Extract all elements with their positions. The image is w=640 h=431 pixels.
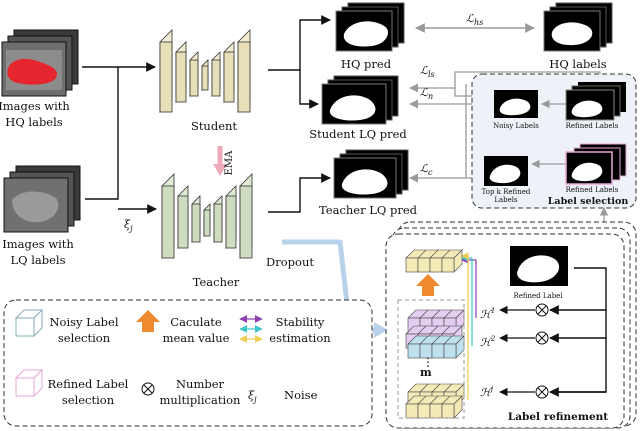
loss-hs-label: ℒhs: [466, 12, 483, 27]
mean-value-arrow: [416, 274, 440, 296]
student-lq-pred-stack: [321, 75, 399, 125]
student-to-hq-pred-arrow: [268, 15, 331, 71]
legend-mult-icon: [141, 382, 155, 396]
loss-c-label: ℒc: [420, 162, 433, 177]
legend-refined-line2: selection: [62, 393, 115, 407]
legend-stab-line1: Stability: [276, 315, 325, 329]
legend-refined-cube-icon: [14, 368, 44, 398]
hq-labels-label: HQ labels: [549, 57, 606, 71]
vertical-ellipsis: ⋮: [422, 355, 434, 369]
sample-cube-j-front: [405, 395, 463, 419]
lq-images-label-line1: Images with: [2, 237, 74, 251]
sample-cube-2: [407, 335, 465, 359]
ema-label: EMA: [224, 150, 235, 176]
dropout-label: Dropout: [266, 255, 314, 269]
mult-circle-j: [535, 385, 549, 399]
legend-noisy-line1: Noisy Label: [49, 315, 118, 329]
teacher-network: [161, 173, 253, 259]
topk-label-line2: Labels: [494, 196, 518, 204]
legend-refined-line1: Refined Label: [48, 377, 129, 391]
legend-noisy-line2: selection: [58, 331, 111, 345]
teacher-label: Teacher: [193, 275, 240, 289]
legend-mean-line2: mean value: [163, 331, 230, 345]
legend-panel: [3, 299, 373, 427]
dropout-arrow-head: [374, 322, 388, 338]
hq-labels-stack: [543, 2, 613, 52]
mean-value-cube: [405, 249, 463, 273]
legend-mean-line1: Caculate: [170, 315, 222, 329]
hj-label: ℋj: [480, 385, 494, 399]
legend-noise-symbol: ξj: [248, 389, 257, 404]
h2-label: ℋ2: [480, 335, 496, 349]
student-label: Student: [191, 119, 237, 133]
hq-pred-stack: [335, 2, 405, 52]
student-to-lq-pred-arrow: [299, 70, 319, 109]
loss-ls-label: ℒls: [420, 64, 435, 79]
noise-xi-label: ξj: [124, 218, 133, 233]
teacher-lq-pred-stack: [333, 149, 409, 199]
student-network: [159, 29, 251, 113]
hq-label-mask: [7, 58, 58, 85]
refined-labels-2-label: Refined Labels: [566, 186, 619, 194]
lq-branch-line: [85, 67, 119, 200]
mult-circle-2: [535, 331, 549, 345]
legend-mean-arrow-icon: [136, 310, 160, 332]
legend-mult-line2: multiplication: [160, 393, 242, 407]
student-lq-pred-label: Student LQ pred: [309, 127, 407, 141]
noisy-labels-thumb: [494, 90, 538, 118]
ema-arrow-head: [213, 164, 227, 176]
refined-labels-selection-stack: [565, 143, 627, 185]
lq-image-stack: [3, 165, 81, 233]
legend-stab-line2: estimation: [269, 331, 331, 345]
legend-mult-line1: Number: [176, 377, 225, 391]
label-refinement-title: Label refinement: [508, 411, 608, 423]
hq-pred-label: HQ pred: [341, 57, 392, 71]
lq-images-label-line2: LQ labels: [10, 253, 65, 267]
refined-label-label: Refined Label: [513, 292, 563, 300]
loss-n-label: ℒn: [420, 86, 433, 101]
topk-label-line1: Top k Refined: [482, 188, 531, 196]
teacher-to-lq-pred-arrow: [268, 173, 331, 213]
teacher-lq-pred-label: Teacher LQ pred: [319, 203, 418, 217]
legend-noisy-cube-icon: [14, 308, 44, 338]
topk-refined-thumb: [484, 156, 528, 186]
sample-group-box: [397, 299, 465, 419]
mult-circle-1: [535, 303, 549, 317]
refined-labels-stack: [565, 82, 626, 121]
refined-labels-label: Refined Labels: [566, 122, 619, 130]
noisy-labels-label: Noisy Labels: [493, 122, 539, 130]
label-selection-title: Label selection: [548, 196, 629, 207]
m-label: m: [420, 366, 432, 379]
stability-arrow-yellow: [461, 252, 469, 400]
legend-noise-label: Noise: [284, 388, 318, 402]
refined-label-thumb: [510, 246, 568, 286]
hq-images-label-line1: Images with: [0, 99, 70, 113]
h1-label: ℋ1: [480, 307, 495, 321]
hq-images-label-line2: HQ labels: [5, 115, 62, 129]
hq-image-stack: [1, 29, 79, 97]
